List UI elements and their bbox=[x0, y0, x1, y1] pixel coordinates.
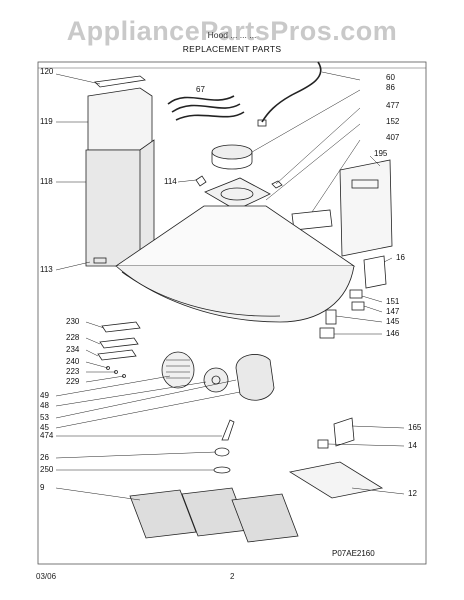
control-part-146 bbox=[319, 327, 335, 339]
model-subtitle: Hood ... ... ... bbox=[207, 30, 257, 40]
motor bbox=[203, 367, 229, 393]
part-477 bbox=[271, 180, 283, 189]
watermark: AppliancePartsPros.com bbox=[66, 16, 398, 46]
callout-145: 145 bbox=[386, 317, 400, 326]
blower-wheel bbox=[161, 351, 195, 389]
callout-60: 60 bbox=[386, 73, 395, 82]
callout-86: 86 bbox=[386, 83, 395, 92]
callout-48: 48 bbox=[40, 401, 49, 410]
callout-16: 16 bbox=[396, 253, 405, 262]
control-part-151 bbox=[349, 289, 363, 299]
lamp-26 bbox=[214, 447, 230, 457]
diagram-code: P07AE2160 bbox=[332, 549, 375, 558]
cord-plug bbox=[257, 119, 267, 127]
callout-114: 114 bbox=[164, 177, 177, 186]
callout-229: 229 bbox=[66, 377, 80, 386]
callout-250: 250 bbox=[40, 465, 54, 474]
light-frame-228 bbox=[99, 337, 139, 349]
damper-collar bbox=[211, 144, 253, 160]
callout-49: 49 bbox=[40, 391, 49, 400]
callout-228: 228 bbox=[66, 333, 80, 342]
support-rail bbox=[288, 461, 384, 499]
mounting-plate-ring bbox=[220, 187, 254, 201]
callout-223: 223 bbox=[66, 367, 80, 376]
callout-113: 113 bbox=[40, 265, 53, 274]
blower-housing bbox=[235, 354, 275, 401]
callout-118: 118 bbox=[40, 177, 53, 186]
control-part-147 bbox=[351, 301, 365, 311]
callout-14: 14 bbox=[408, 441, 417, 450]
diagram-frame bbox=[37, 61, 427, 565]
light-cover-230 bbox=[101, 321, 141, 333]
callout-234: 234 bbox=[66, 345, 80, 354]
footer-date: 03/06 bbox=[36, 572, 57, 581]
callout-407: 407 bbox=[386, 133, 400, 142]
callout-474: 474 bbox=[40, 431, 54, 440]
callout-9: 9 bbox=[40, 483, 45, 492]
leader-lines bbox=[55, 71, 405, 501]
part-165 bbox=[333, 417, 355, 447]
grease-filter-3 bbox=[231, 493, 299, 543]
clip-114 bbox=[195, 175, 207, 187]
callout-12: 12 bbox=[408, 489, 417, 498]
callout-45: 45 bbox=[40, 423, 49, 432]
callout-165: 165 bbox=[408, 423, 422, 432]
capacitor-474 bbox=[221, 419, 235, 441]
ring-250 bbox=[213, 466, 231, 474]
wall-bracket bbox=[339, 159, 393, 257]
callout-152: 152 bbox=[386, 117, 400, 126]
damper-body bbox=[211, 152, 253, 170]
page-title: REPLACEMENT PARTS bbox=[182, 44, 282, 54]
callout-53: 53 bbox=[40, 413, 49, 422]
bracket-152 bbox=[291, 209, 333, 231]
callout-147: 147 bbox=[386, 307, 400, 316]
hood-canopy-rim bbox=[115, 265, 355, 323]
callout-26: 26 bbox=[40, 453, 49, 462]
callout-146: 146 bbox=[386, 329, 400, 338]
hood-canopy-edge bbox=[121, 271, 281, 317]
lamp-holder-234 bbox=[97, 349, 137, 361]
power-cord bbox=[261, 61, 322, 123]
callout-230: 230 bbox=[66, 317, 80, 326]
part-14 bbox=[317, 439, 329, 449]
mounting-plate bbox=[204, 177, 271, 211]
callout-119: 119 bbox=[40, 117, 53, 126]
callout-120: 120 bbox=[40, 67, 54, 76]
callout-151: 151 bbox=[386, 297, 400, 306]
control-cover bbox=[363, 255, 387, 289]
chimney-logo-plate bbox=[93, 257, 107, 264]
callout-240: 240 bbox=[66, 357, 80, 366]
screw-240 bbox=[106, 366, 110, 370]
grease-filter-1 bbox=[129, 489, 197, 539]
blower-wheel-vanes bbox=[166, 359, 190, 379]
callout-67: 67 bbox=[196, 85, 205, 94]
footer-page-number: 2 bbox=[230, 572, 235, 581]
wiring-harness bbox=[167, 95, 245, 121]
callout-477: 477 bbox=[386, 101, 400, 110]
chimney-bracket bbox=[94, 75, 146, 88]
callout-195: 195 bbox=[374, 149, 388, 158]
upper-chimney bbox=[87, 87, 153, 151]
control-part-145 bbox=[325, 309, 337, 325]
wall-bracket-slot bbox=[351, 179, 379, 189]
